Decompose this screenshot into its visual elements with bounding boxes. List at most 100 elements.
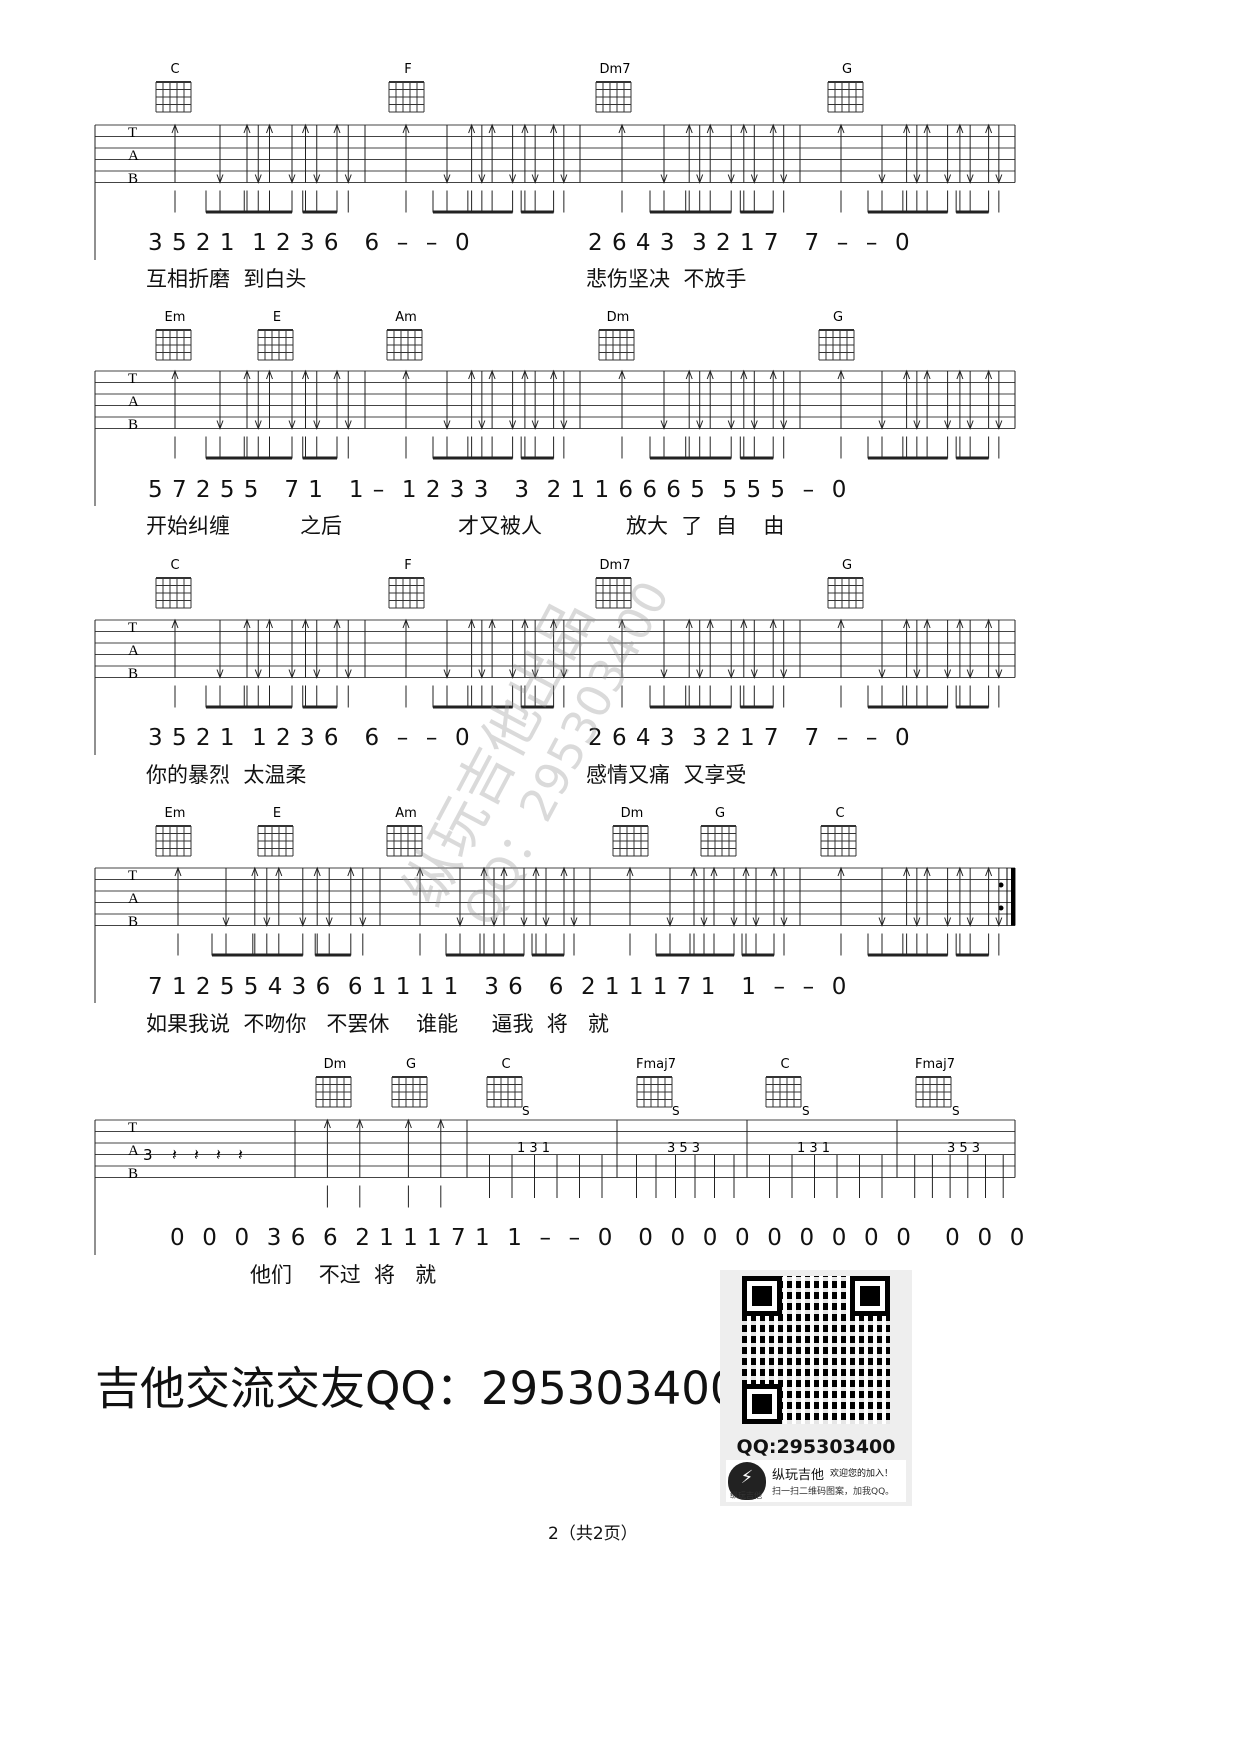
strum-down-arrow-icon xyxy=(660,669,668,679)
tab-letter-b: B xyxy=(128,417,138,433)
tab-letter-b: B xyxy=(128,914,138,930)
strum-up-arrow-icon xyxy=(550,618,558,629)
strum-up-arrow-icon xyxy=(706,618,714,629)
strum-up-arrow-icon xyxy=(923,123,931,134)
chord-name: G xyxy=(715,806,725,821)
beam xyxy=(532,953,564,957)
strum-down-arrow-icon xyxy=(560,669,568,679)
strum-down-arrow-icon xyxy=(878,917,886,927)
chord-name: G xyxy=(842,558,852,573)
strum-up-arrow-icon xyxy=(626,866,634,877)
strum-up-arrow-icon xyxy=(985,123,993,134)
beam xyxy=(302,456,337,460)
lyrics: 感情又痛 又享受 xyxy=(586,763,747,787)
strum-down-arrow-icon xyxy=(531,174,539,184)
repeat-dot xyxy=(998,882,1004,888)
strum-up-arrow-icon xyxy=(275,866,283,877)
beam xyxy=(244,705,292,709)
beam xyxy=(868,705,907,709)
strum-up-arrow-icon xyxy=(956,369,964,380)
strum-down-arrow-icon xyxy=(531,420,539,430)
strum-up-arrow-icon xyxy=(302,123,309,134)
beam xyxy=(742,953,774,957)
strum-down-arrow-icon xyxy=(700,917,708,927)
tab-letter-b: B xyxy=(128,1166,138,1182)
strum-down-arrow-icon xyxy=(560,420,568,430)
tab-letter-t: T xyxy=(128,1120,137,1136)
strum-down-arrow-icon xyxy=(263,917,271,927)
strum-up-arrow-icon xyxy=(985,369,993,380)
chord-name: Em xyxy=(165,806,186,821)
strum-up-arrow-icon xyxy=(742,866,750,877)
strum-up-arrow-icon xyxy=(903,618,911,629)
rest-icon: 𝄽 xyxy=(216,1145,221,1164)
beam xyxy=(521,456,554,460)
strum-down-arrow-icon xyxy=(995,669,1003,679)
strum-down-arrow-icon xyxy=(560,174,568,184)
strum-down-arrow-icon xyxy=(520,917,528,927)
strum-down-arrow-icon xyxy=(696,174,704,184)
strum-up-arrow-icon xyxy=(837,866,845,877)
beam xyxy=(868,210,907,214)
rest-icon: 𝄽 xyxy=(172,1145,177,1164)
strum-down-arrow-icon xyxy=(878,420,886,430)
strum-down-arrow-icon xyxy=(216,420,224,430)
beam xyxy=(252,953,303,957)
beam xyxy=(740,210,774,214)
strum-up-arrow-icon xyxy=(356,1118,364,1129)
tab-letter-b: B xyxy=(128,666,138,682)
beam xyxy=(956,953,989,957)
strum-up-arrow-icon xyxy=(618,618,626,629)
strum-up-arrow-icon xyxy=(903,123,911,134)
strum-down-arrow-icon xyxy=(995,420,1003,430)
strum-down-arrow-icon xyxy=(696,669,704,679)
strum-down-arrow-icon xyxy=(254,420,262,430)
chord-name: Dm xyxy=(324,1057,347,1072)
strum-up-arrow-icon xyxy=(243,618,251,629)
strum-down-arrow-icon xyxy=(966,669,974,679)
strum-up-arrow-icon xyxy=(521,618,529,629)
tab-letter-t: T xyxy=(128,620,137,636)
strum-down-arrow-icon xyxy=(878,174,886,184)
strum-down-arrow-icon xyxy=(509,669,517,679)
beam xyxy=(244,456,292,460)
beam xyxy=(956,210,989,214)
strum-up-arrow-icon xyxy=(171,369,179,380)
strum-down-arrow-icon xyxy=(443,669,451,679)
chord-name: G xyxy=(406,1057,416,1072)
strum-up-arrow-icon xyxy=(402,123,410,134)
strum-up-arrow-icon xyxy=(243,123,251,134)
arpeggio-notes: 1 3 1 xyxy=(797,1141,830,1156)
strum-down-arrow-icon xyxy=(750,174,758,184)
lyrics: 才又被人 xyxy=(458,514,542,538)
strum-up-arrow-icon xyxy=(618,369,626,380)
beam xyxy=(244,210,292,214)
tab-letter-a: A xyxy=(128,891,139,907)
beam xyxy=(902,210,948,214)
strum-up-arrow-icon xyxy=(706,123,714,134)
tab-letter-a: A xyxy=(128,643,139,659)
strum-up-arrow-icon xyxy=(740,618,748,629)
qr-code[interactable] xyxy=(742,1276,890,1424)
jianpu-notes: 5 7 2 5 5 7 1 1 – 1 2 3 3 3 2 1 1 6 6 6 … xyxy=(148,477,848,503)
strum-down-arrow-icon xyxy=(490,917,498,927)
chord-name: Dm xyxy=(607,310,630,325)
beam xyxy=(956,705,989,709)
strum-up-arrow-icon xyxy=(956,123,964,134)
strum-up-arrow-icon xyxy=(243,369,251,380)
strum-up-arrow-icon xyxy=(956,866,964,877)
strum-up-arrow-icon xyxy=(985,618,993,629)
strum-down-arrow-icon xyxy=(966,917,974,927)
lyrics: 互相折磨 到白头 xyxy=(146,267,307,291)
strum-down-arrow-icon xyxy=(299,917,307,927)
strum-down-arrow-icon xyxy=(359,917,367,927)
strum-down-arrow-icon xyxy=(216,669,224,679)
strum-up-arrow-icon xyxy=(333,123,341,134)
tab-letter-t: T xyxy=(128,371,137,387)
beam xyxy=(902,953,948,957)
chord-name: G xyxy=(833,310,843,325)
jianpu-notes: 2 6 4 3 3 2 1 7 7 – – 0 xyxy=(588,230,911,256)
rest-icon: 𝄽 xyxy=(194,1145,199,1164)
slide-mark: S xyxy=(952,1104,960,1118)
